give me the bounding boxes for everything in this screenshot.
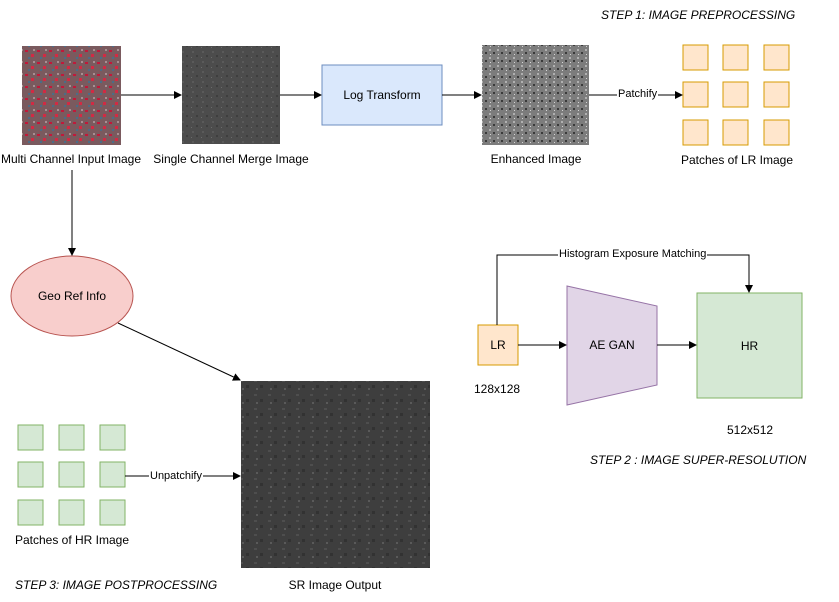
log-transform-label: Log Transform — [343, 88, 421, 102]
geo-ref-ellipse — [10, 255, 134, 337]
geo-ref-label: Geo Ref Info — [37, 289, 107, 303]
ae-gan-label: AE GAN — [589, 338, 635, 352]
hr-box — [696, 292, 803, 399]
log-transform-box — [321, 64, 443, 126]
single-channel-image — [182, 46, 280, 144]
lr-label: LR — [490, 338, 506, 352]
unpatchify-label: Unpatchify — [149, 470, 203, 482]
multi-channel-image — [22, 46, 121, 145]
hr-patches-label: Patches of HR Image — [14, 533, 130, 547]
enhanced-label: Enhanced Image — [490, 152, 582, 166]
patchify-label: Patchify — [617, 88, 659, 100]
lr-size-label: 128x128 — [474, 382, 521, 396]
single-channel-label: Single Channel Merge Image — [153, 152, 309, 166]
step3-title: STEP 3: IMAGE POSTPROCESSING — [15, 578, 218, 592]
arrow-georef-to-sr — [117, 322, 241, 381]
hr-label: HR — [740, 338, 759, 353]
step1-title: STEP 1: IMAGE PREPROCESSING — [601, 8, 796, 22]
histogram-label: Histogram Exposure Matching — [558, 248, 708, 260]
hr-patches-grid — [17, 424, 126, 526]
enhanced-image — [482, 45, 589, 145]
ae-gan-shape — [566, 285, 658, 406]
hr-size-label: 512x512 — [727, 423, 774, 437]
lr-patches-label: Patches of LR Image — [680, 153, 794, 167]
lr-patches-grid — [682, 44, 790, 146]
sr-output-label: SR Image Output — [288, 578, 382, 592]
multi-channel-label: Multi Channel Input Image — [0, 152, 142, 166]
lr-box — [477, 324, 519, 366]
sr-image — [241, 381, 430, 568]
step2-title: STEP 2 : IMAGE SUPER-RESOLUTION — [590, 453, 807, 467]
